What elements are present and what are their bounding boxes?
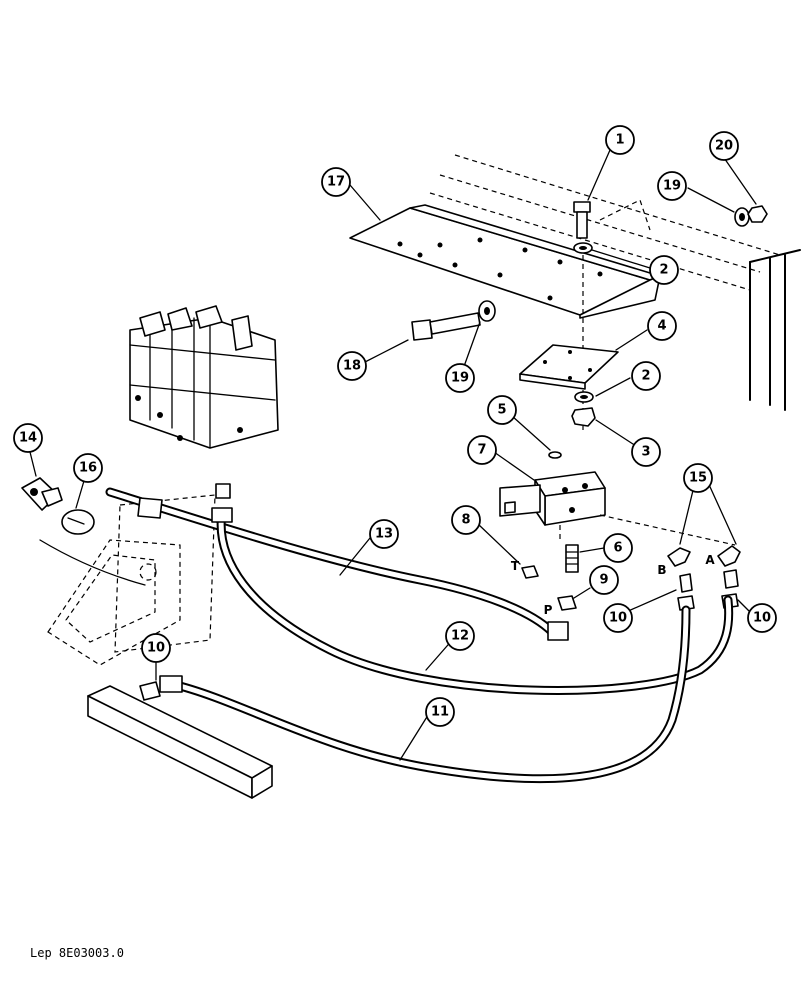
callout-11: 11 [425, 697, 455, 727]
washer-item-19-right [734, 207, 750, 227]
callout-8: 8 [451, 505, 481, 535]
svg-text:17: 17 [327, 175, 345, 190]
port-label-b: B [657, 563, 666, 577]
svg-text:5: 5 [497, 403, 506, 418]
svg-text:8: 8 [461, 513, 470, 528]
hose-item-11 [159, 605, 691, 784]
spacer-plate-item-4 [519, 344, 619, 390]
svg-text:12: 12 [451, 629, 469, 644]
callout-16: 16 [73, 453, 103, 483]
svg-text:13: 13 [375, 527, 393, 542]
svg-text:14: 14 [19, 431, 37, 446]
svg-text:9: 9 [599, 573, 608, 588]
callout-2-top: 2 [649, 255, 679, 285]
cab-structure [429, 154, 801, 411]
bolt-item-1 [573, 201, 591, 239]
svg-text:2: 2 [659, 263, 668, 278]
callout-10-a: 10 [747, 603, 777, 633]
callout-9: 9 [589, 565, 619, 595]
svg-text:6: 6 [613, 541, 622, 556]
fitting-item-10-left [139, 681, 161, 701]
callout-5: 5 [487, 395, 517, 425]
control-valve-block [129, 305, 279, 449]
callout-18: 18 [337, 351, 367, 381]
svg-text:7: 7 [477, 443, 486, 458]
washer-item-19-left [478, 300, 496, 322]
port-label-a: A [705, 553, 715, 567]
callout-12: 12 [445, 621, 475, 651]
svg-text:18: 18 [343, 359, 361, 374]
svg-text:10: 10 [609, 611, 627, 626]
elbow-port-a [717, 545, 741, 567]
bolt-item-18 [411, 312, 481, 341]
fitting-item-9 [557, 595, 577, 611]
svg-text:19: 19 [451, 371, 469, 386]
callout-10-b: 10 [603, 603, 633, 633]
svg-text:19: 19 [663, 179, 681, 194]
mounting-plate [349, 204, 661, 319]
port-label-p: P [544, 603, 553, 617]
switch-item-14 [21, 477, 63, 511]
callout-20: 20 [709, 131, 739, 161]
callout-19-left: 19 [445, 363, 475, 393]
solenoid-valve-item-7 [499, 471, 606, 526]
fitting-item-10-b [677, 573, 695, 611]
callout-13: 13 [369, 519, 399, 549]
svg-text:1: 1 [615, 133, 624, 148]
port-label-t: T [511, 559, 520, 573]
console-outline [39, 494, 216, 666]
svg-text:15: 15 [689, 471, 707, 486]
callout-4: 4 [647, 311, 677, 341]
callout-10-left: 10 [141, 633, 171, 663]
callout-15: 15 [683, 463, 713, 493]
callout-2-bottom: 2 [631, 361, 661, 391]
bolt-item-6 [565, 544, 579, 573]
svg-text:4: 4 [657, 319, 666, 334]
svg-text:16: 16 [79, 461, 97, 476]
svg-text:20: 20 [715, 139, 733, 154]
drawing-reference: Lep 8E03003.0 [30, 946, 124, 960]
washer-item-2-top [573, 242, 593, 254]
callout-7: 7 [467, 435, 497, 465]
svg-text:10: 10 [753, 611, 771, 626]
svg-text:11: 11 [431, 705, 449, 720]
support-block [87, 685, 273, 799]
callout-19-right: 19 [657, 171, 687, 201]
svg-text:3: 3 [641, 445, 650, 460]
hose-item-12 [211, 483, 734, 695]
callout-17: 17 [321, 167, 351, 197]
o-ring-item-5 [548, 451, 562, 459]
fitting-port-t [521, 565, 539, 579]
callout-3: 3 [631, 437, 661, 467]
elbow-port-b [667, 547, 691, 567]
nut-item-20 [747, 205, 768, 223]
hose-item-13 [105, 487, 569, 641]
callout-1: 1 [605, 125, 635, 155]
svg-text:10: 10 [147, 641, 165, 656]
nut-item-16 [61, 509, 95, 535]
callout-6: 6 [603, 533, 633, 563]
svg-text:2: 2 [641, 369, 650, 384]
callout-14: 14 [13, 423, 43, 453]
washer-item-2-bottom [574, 391, 594, 403]
nut-item-3 [571, 407, 596, 427]
